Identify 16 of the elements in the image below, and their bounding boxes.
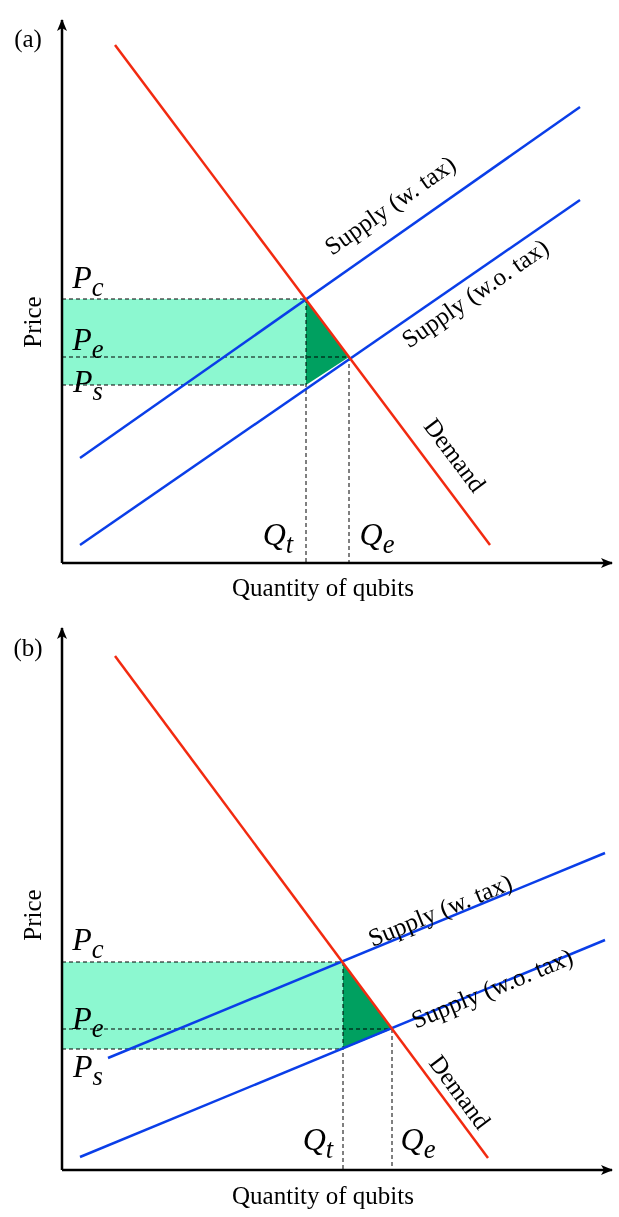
quantity-label: Q$_{t}$ (262, 518, 294, 558)
quantity-label: Q$_{e}$ (400, 1123, 436, 1163)
axis-title: Quantity of qubits (232, 574, 414, 600)
price-label: P$_{e}$ (72, 1002, 104, 1042)
quantity-label: Q$_{t}$ (302, 1123, 334, 1163)
price-label: P$_{e}$ (72, 323, 104, 363)
panel-label: (a) (14, 25, 42, 51)
price-label: P$_{c}$ (72, 261, 104, 301)
price-label: P$_{s}$ (73, 365, 103, 405)
quantity-label: Q$_{e}$ (359, 518, 395, 558)
axis-title: Price (19, 296, 45, 348)
price-label: P$_{s}$ (73, 1050, 103, 1090)
axis-title: Quantity of qubits (232, 1182, 414, 1208)
axis-title: Price (19, 889, 45, 941)
panel-label: (b) (13, 634, 43, 660)
price-label: P$_{c}$ (72, 923, 104, 963)
